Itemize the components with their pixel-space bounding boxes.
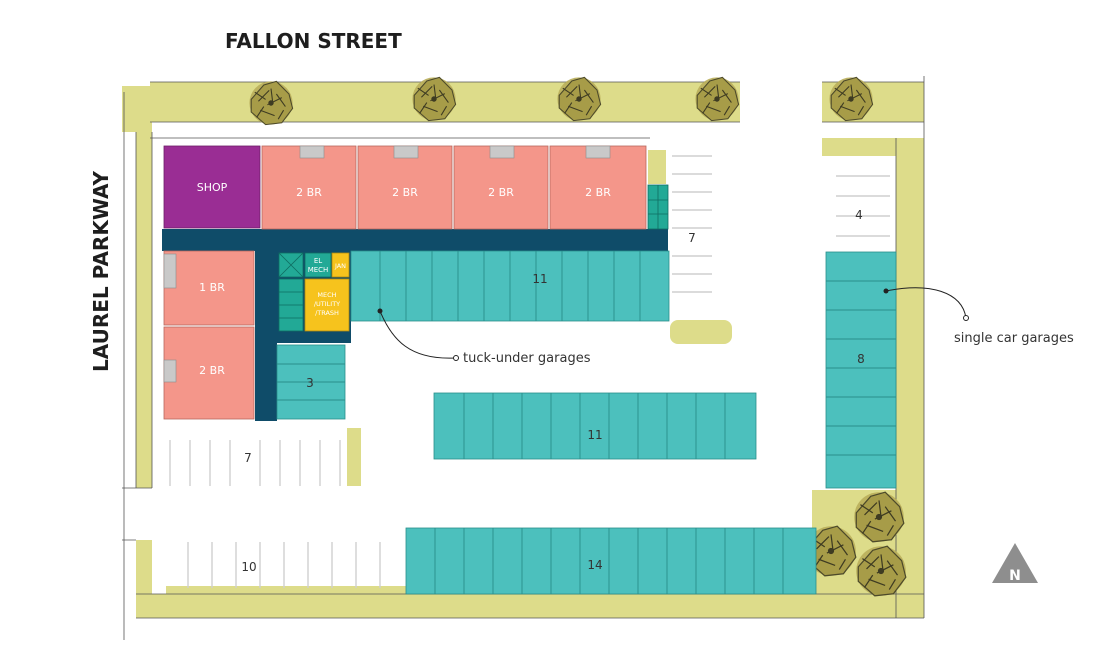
north-arrow: N: [992, 543, 1038, 584]
tree-icon: [828, 76, 874, 122]
callout-tuck-under: tuck-under garages: [377, 308, 591, 366]
count-west-lot: 7: [244, 451, 252, 465]
unit-top-2: [357, 145, 453, 230]
garages: [276, 250, 897, 595]
mech-utility-trash-room: [304, 278, 350, 332]
mech-label-3: /TRASH: [315, 309, 339, 317]
unit-top-3: [453, 145, 549, 230]
tree-icon: [248, 80, 294, 126]
corridor-main: [162, 229, 668, 251]
count-south-row: 14: [587, 558, 602, 572]
jan-room: [331, 252, 350, 278]
landscape-west-strip: [136, 132, 152, 488]
callout-tuck-under-text: tuck-under garages: [463, 351, 591, 366]
unit-west-upper: [163, 250, 255, 326]
parking-counts: 7 11 3 11 7 10 14 4 8: [241, 208, 864, 574]
stair-service-cross: [278, 252, 304, 278]
tree-icon: [855, 545, 907, 597]
entry-stoop: [489, 145, 515, 159]
landscape-north-island: [648, 150, 666, 184]
entry-stoop: [299, 145, 325, 159]
landscape-center-island: [670, 320, 732, 344]
shop-label: SHOP: [197, 181, 228, 194]
count-center-row: 11: [587, 428, 602, 442]
corridor-west: [255, 229, 277, 421]
count-southwest-lot: 10: [241, 560, 256, 574]
el-mech-label: EL: [314, 257, 322, 265]
entry-stoop: [163, 359, 177, 383]
stair-service-lower-lines: [279, 291, 303, 319]
entry-stoop: [585, 145, 611, 159]
tree-icon: [556, 76, 602, 122]
tree-icon: [853, 491, 905, 543]
tree-icon: [411, 76, 457, 122]
tree-icon: [694, 76, 740, 122]
landscape-south-buffer: [166, 586, 406, 600]
top-units: 2 BR 2 BR 2 BR 2 BR: [261, 145, 647, 230]
jan-label: JAN: [334, 262, 346, 270]
shop-unit: [163, 145, 261, 229]
entry-stoop: [393, 145, 419, 159]
entry-stoop: [163, 253, 177, 289]
callout-single-car-text: single car garages: [954, 331, 1074, 346]
unit-top-4-label: 2 BR: [585, 186, 611, 199]
callout-single-car: single car garages: [883, 287, 1074, 346]
count-single-garages: 8: [857, 352, 865, 366]
landscape-small-island: [347, 428, 361, 486]
single-car-garages: [825, 251, 897, 489]
count-north-lot: 7: [688, 231, 696, 245]
count-small-garage: 3: [306, 376, 314, 390]
parking-stripes: [169, 155, 890, 588]
callout-leader-single-car: [885, 287, 967, 319]
garage-stall-lines: [277, 251, 896, 594]
street-label-north: FALLON STREET: [225, 29, 402, 53]
unit-top-1: [261, 145, 357, 230]
unit-top-1-label: 2 BR: [296, 186, 322, 199]
mech-label-1: MECH: [317, 291, 336, 299]
unit-top-2-label: 2 BR: [392, 186, 418, 199]
callout-end-dot: [963, 315, 969, 321]
service-rooms: EL MECH JAN MECH /UTILITY /TRASH: [278, 252, 350, 332]
north-arrow-label: N: [1009, 568, 1021, 584]
unit-top-4: [549, 145, 647, 230]
landscape-east-strip: [896, 138, 924, 618]
south-garage-row: [405, 527, 817, 595]
unit-west-lower: [163, 326, 255, 420]
landscape-northwest-corner: [122, 86, 152, 132]
stair-north-lines: [648, 185, 668, 229]
callout-dot: [883, 288, 889, 294]
west-units: 1 BR 2 BR: [163, 250, 255, 420]
unit-top-3-label: 2 BR: [488, 186, 514, 199]
callout-dot: [377, 308, 383, 314]
callout-leader-tuck-under: [379, 310, 456, 359]
street-label-west: LAUREL PARKWAY: [89, 170, 113, 372]
center-garage-row: [433, 392, 757, 460]
callout-end-dot: [453, 355, 459, 361]
el-mech-label-2: MECH: [308, 266, 329, 274]
landscape-southwest-strip: [136, 540, 152, 600]
unit-west-lower-label: 2 BR: [199, 364, 225, 377]
mech-label-2: /UTILITY: [314, 300, 340, 308]
landscape-east-lot-edge: [822, 138, 896, 156]
count-tuck-under: 11: [532, 272, 547, 286]
north-arrow-icon: [992, 543, 1038, 583]
count-east-lot: 4: [855, 208, 863, 222]
unit-west-upper-label: 1 BR: [199, 281, 225, 294]
el-mech-room: [304, 252, 332, 278]
